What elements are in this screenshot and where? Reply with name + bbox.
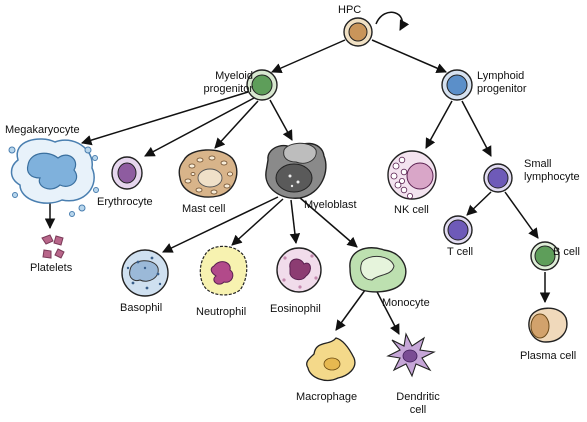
hpc-cell-icon bbox=[343, 17, 373, 47]
arrow-myeloblast-to-basophil bbox=[162, 196, 279, 253]
label-lymphoid-progenitor: Lymphoid progenitor bbox=[477, 70, 527, 95]
label-eosinophil: Eosinophil bbox=[270, 303, 321, 315]
dendritic-cell-icon bbox=[386, 332, 436, 378]
erythrocyte-cell-icon bbox=[111, 156, 143, 190]
arrows bbox=[44, 11, 551, 335]
basophil-cell-icon bbox=[121, 249, 169, 297]
arrow-myeloid-to-erythrocyte bbox=[144, 97, 255, 157]
arrow-monocyte-to-dendritic bbox=[373, 285, 400, 335]
label-macrophage: Macrophage bbox=[296, 391, 358, 403]
monocyte-cell-icon bbox=[349, 247, 407, 293]
arrow-lymphocyte-to-bcell bbox=[504, 191, 539, 239]
b-cell-icon bbox=[530, 241, 560, 271]
label-neutrophil: Neutrophil bbox=[196, 306, 247, 318]
arrow-myeloblast-to-monocyte bbox=[298, 196, 358, 248]
megakaryocyte-cell-icon bbox=[8, 138, 99, 217]
label-t-cell: T cell bbox=[447, 246, 474, 258]
platelets-icon bbox=[41, 234, 65, 259]
myeloid-progenitor-cell-icon bbox=[246, 69, 278, 101]
label-myeloid-progenitor: Myeloid progenitor bbox=[203, 70, 253, 95]
label-b-cell: B cell bbox=[553, 246, 580, 258]
label-basophil: Basophil bbox=[120, 302, 163, 314]
nk-cell-icon bbox=[387, 150, 437, 200]
label-plasma-cell: Plasma cell bbox=[520, 350, 577, 362]
label-monocyte: Monocyte bbox=[382, 297, 430, 309]
arrow-myeloid-to-myeloblast bbox=[269, 99, 293, 141]
plasma-cell-icon bbox=[528, 307, 568, 343]
label-hpc: HPC bbox=[338, 4, 362, 16]
arrow-lymphoid-to-nk bbox=[425, 100, 453, 149]
arrow-myeloid-to-megakaryocyte bbox=[80, 91, 249, 146]
arrow-lymphocyte-to-tcell bbox=[466, 191, 492, 216]
mast-cell-icon bbox=[178, 149, 238, 198]
arrow-hpc-to-myeloid bbox=[271, 39, 346, 74]
arrow-monocyte-to-macrophage bbox=[335, 285, 369, 331]
lymphoid-progenitor-cell-icon bbox=[441, 69, 473, 101]
label-myeloblast: Myeloblast bbox=[304, 199, 357, 211]
small-lymphocyte-cell-icon bbox=[483, 163, 513, 193]
macrophage-cell-icon bbox=[306, 337, 356, 382]
label-nk-cell: NK cell bbox=[394, 204, 429, 216]
label-megakaryocyte: Megakaryocyte bbox=[5, 124, 80, 136]
arrow-hpc-to-lymphoid bbox=[371, 39, 447, 74]
neutrophil-cell-icon bbox=[199, 245, 248, 296]
label-small-lymphocyte: Small lymphocyte bbox=[524, 158, 580, 183]
self-renewal-arrow bbox=[375, 11, 410, 31]
t-cell-icon bbox=[443, 215, 473, 245]
label-erythrocyte: Erythrocyte bbox=[97, 196, 153, 208]
myeloblast-cell-icon bbox=[265, 142, 327, 199]
label-mast-cell: Mast cell bbox=[182, 203, 226, 215]
arrow-lymphoid-to-small-lymphocyte bbox=[461, 100, 492, 157]
arrow-myeloid-to-mast bbox=[214, 100, 259, 149]
label-platelets: Platelets bbox=[30, 262, 73, 274]
arrow-myeloblast-to-neutrophil bbox=[231, 198, 284, 246]
label-dendritic-cell: Dendritic cell bbox=[396, 391, 440, 416]
arrow-myeloblast-to-eosinophil bbox=[289, 199, 301, 245]
eosinophil-cell-icon bbox=[276, 247, 322, 293]
